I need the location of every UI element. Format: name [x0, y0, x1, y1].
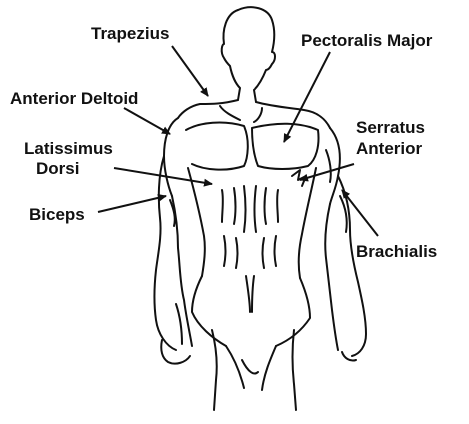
label-anterior-deltoid: Anterior Deltoid — [10, 89, 138, 109]
label-serratus-line2: Anterior — [356, 139, 422, 159]
leader-lines — [98, 46, 378, 236]
label-latissimus-line2: Dorsi — [36, 159, 79, 179]
label-pectoralis-major: Pectoralis Major — [301, 31, 432, 51]
leader-anterior-deltoid — [124, 108, 170, 134]
label-brachialis: Brachialis — [356, 242, 437, 262]
label-serratus-line1: Serratus — [356, 118, 425, 138]
body-outline — [155, 7, 367, 410]
leader-pectoralis-major — [284, 52, 330, 142]
leader-trapezius — [172, 46, 208, 96]
label-trapezius: Trapezius — [91, 24, 169, 44]
label-latissimus-line1: Latissimus — [24, 139, 113, 159]
leader-biceps — [98, 196, 166, 212]
label-biceps: Biceps — [29, 205, 85, 225]
leader-latissimus-dorsi — [114, 168, 212, 184]
